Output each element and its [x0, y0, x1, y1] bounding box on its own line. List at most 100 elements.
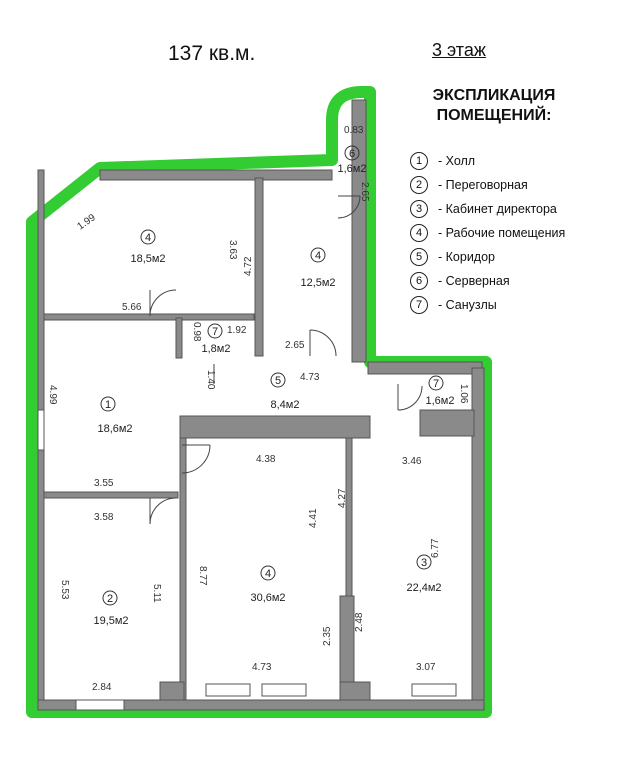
dimension-label: 4.72: [243, 256, 254, 276]
dimension-label: 4.99: [47, 385, 58, 405]
dimension-label: 3.58: [94, 512, 114, 523]
room-number-circle: [140, 229, 156, 245]
dimension-label: 6.77: [430, 538, 441, 558]
legend-number: 2: [410, 176, 428, 194]
dimension-label: 5.53: [59, 580, 70, 600]
room-area: 19,5м2: [93, 615, 128, 627]
room-number-circle: [100, 396, 116, 412]
dimension-label: 3.63: [227, 240, 238, 260]
legend-label: - Холл: [438, 154, 476, 168]
room-number-circle: [270, 372, 286, 388]
door: [181, 444, 211, 474]
wall-room3-west: [345, 437, 353, 599]
wall-pillar-1: [159, 681, 185, 701]
wall-north: [99, 169, 333, 181]
room-number: 6: [349, 148, 355, 160]
room-area: 12,5м2: [300, 277, 335, 289]
window: [205, 683, 251, 697]
dimension-label: 5.11: [151, 584, 162, 603]
room-number: 7: [212, 326, 218, 338]
walls: [37, 99, 485, 711]
room-area: 1,6м2: [426, 395, 455, 407]
room-number-circle: [260, 565, 276, 581]
wall-office-divider: [254, 177, 264, 357]
wall-wc2-south: [419, 409, 475, 437]
legend-item-corridor: 5 - Коридор: [410, 246, 495, 268]
room-number: 2: [107, 593, 113, 605]
room-area: 22,4м2: [406, 582, 441, 594]
wall-east-step: [367, 361, 483, 375]
room-area: 30,6м2: [250, 592, 285, 604]
legend-number: 7: [410, 296, 428, 314]
dimension-label: 2.48: [354, 612, 365, 632]
door: [309, 329, 337, 357]
legend-title: ЭКСПЛИКАЦИЯ ПОМЕЩЕНИЙ:: [432, 87, 556, 124]
window: [75, 699, 125, 711]
room-area: 18,6м2: [97, 423, 132, 435]
dimension-label: 2.35: [322, 626, 333, 646]
wall-pillar-2: [339, 681, 371, 701]
room-number: 3: [421, 557, 427, 569]
room-labels: 4 18,5м2 4 12,5м2 6 1,6м2 7 1,8м2 5 8,4м…: [93, 145, 455, 627]
legend-number: 6: [410, 272, 428, 290]
door: [149, 497, 177, 525]
legend-label: - Кабинет директора: [438, 202, 557, 216]
legend-item-work-rooms: 4 - Рабочие помещения: [410, 222, 565, 244]
dimension-label: 1.06: [458, 384, 469, 404]
dimension-label: 4.27: [337, 488, 348, 508]
room-number: 7: [433, 378, 439, 390]
legend-number: 3: [410, 200, 428, 218]
room-number-circle: [428, 375, 444, 391]
legend-label: - Санузлы: [438, 298, 497, 312]
window: [261, 683, 307, 697]
dimension-label: 2.65: [285, 340, 305, 351]
room-area: 1,8м2: [202, 343, 231, 355]
room-area: 18,5м2: [130, 253, 165, 265]
legend-number: 4: [410, 224, 428, 242]
legend-item-bathrooms: 7 - Санузлы: [410, 294, 497, 316]
floor-label: 3 этаж: [432, 40, 486, 60]
room-number: 4: [145, 232, 151, 244]
legend-item-hall: 1 - Холл: [410, 150, 475, 172]
door: [149, 289, 177, 317]
room-area: 8,4м2: [271, 399, 300, 411]
room-number-circle: [102, 590, 118, 606]
room-number: 4: [265, 568, 271, 580]
dimension-label: 3.55: [94, 478, 114, 489]
dimension-label: 2.65: [359, 182, 370, 202]
room-number-circle: [416, 554, 432, 570]
dimension-label: 4.73: [252, 662, 272, 673]
legend-item-server-room: 6 - Серверная: [410, 270, 510, 292]
dimension-label: 4.73: [300, 372, 320, 383]
legend-label: - Коридор: [438, 250, 496, 264]
room-number-circle: [207, 323, 223, 339]
room-number: 5: [275, 375, 281, 387]
door: [397, 384, 423, 411]
dimension-label: 3.46: [402, 456, 422, 467]
dimension-label: 2.84: [92, 682, 112, 693]
wall-corridor-south: [179, 415, 371, 439]
dimension-label: 4.41: [308, 508, 319, 528]
legend-label: - Серверная: [438, 274, 510, 288]
legend-item-meeting-room: 2 - Переговорная: [410, 174, 528, 196]
window: [411, 683, 457, 697]
room-number-circle: [344, 145, 360, 161]
legend-label: - Переговорная: [438, 178, 528, 192]
wall-room4c-west: [179, 437, 187, 701]
dimension-label: 5.66: [122, 302, 142, 313]
legend-number: 5: [410, 248, 428, 266]
dimension-label: 4.38: [256, 454, 276, 465]
legend-number: 1: [410, 152, 428, 170]
wall-east-upper: [351, 99, 367, 363]
wall-room4-south: [43, 313, 255, 321]
dimension-label: 1.92: [227, 325, 247, 336]
dimension-label: 0.98: [191, 322, 202, 342]
window: [37, 409, 45, 451]
dimension-label: 1.99: [75, 212, 98, 232]
room-number-circle: [310, 247, 326, 263]
windows: [37, 409, 457, 711]
dimension-label: 0.83: [344, 125, 364, 136]
doors: [149, 195, 423, 525]
legend-item-director-office: 3 - Кабинет директора: [410, 198, 557, 220]
wall-wc-west: [175, 317, 183, 359]
